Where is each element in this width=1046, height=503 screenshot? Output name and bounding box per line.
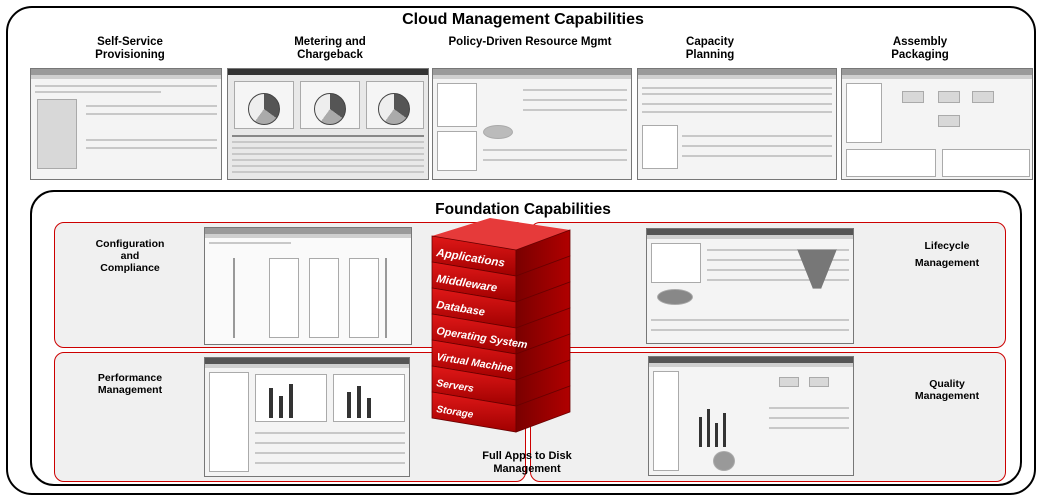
stack-layer: Operating System xyxy=(431,307,571,355)
config-screenshot xyxy=(204,227,412,345)
quality-label-line: Management xyxy=(914,390,980,402)
config-label-line: and xyxy=(120,250,140,262)
cap-label-line: Self-Service xyxy=(97,36,163,48)
cloud-title: Cloud Management Capabilities xyxy=(402,11,644,28)
cap-label-line: Provisioning xyxy=(95,49,165,61)
bottom-caption: Full Apps to Disk Management xyxy=(452,450,602,476)
cap-label-assembly: Assembly Packaging xyxy=(850,36,990,62)
stack-layer: Middleware xyxy=(431,255,571,303)
metering-screenshot xyxy=(227,68,429,180)
quality-screenshot xyxy=(648,356,854,476)
policy-screenshot xyxy=(432,68,632,180)
lifecycle-label: Lifecycle Management xyxy=(892,238,1002,272)
lifecycle-label-line: Lifecycle xyxy=(924,240,970,252)
cap-label-line: Packaging xyxy=(891,49,949,61)
cap-label-line: Planning xyxy=(685,49,735,61)
performance-label-line: Management xyxy=(97,384,163,396)
cap-label-metering: Metering and Chargeback xyxy=(260,36,400,62)
quality-label: Quality Management xyxy=(892,378,1002,402)
cap-label-line: Assembly xyxy=(892,36,948,48)
cap-label-capacity: Capacity Planning xyxy=(640,36,780,62)
config-label-line: Configuration xyxy=(95,238,165,250)
stack-layer-side xyxy=(515,385,571,433)
capacity-screenshot xyxy=(637,68,837,180)
performance-label: Performance Management xyxy=(80,372,180,396)
stack-layer: Storage xyxy=(431,385,571,433)
lifecycle-label-line: Management xyxy=(914,257,980,269)
technology-stack: ApplicationsMiddlewareDatabaseOperating … xyxy=(431,218,571,433)
foundation-title: Foundation Capabilities xyxy=(435,201,611,218)
bottom-caption-line: Management xyxy=(493,463,561,475)
quality-label-line: Quality xyxy=(929,378,965,390)
cap-label-policy: Policy-Driven Resource Mgmt xyxy=(430,36,630,49)
cap-label-line: Policy-Driven Resource Mgmt xyxy=(448,36,612,48)
cap-label-self-service: Self-Service Provisioning xyxy=(60,36,200,62)
stack-layer: Virtual Machine xyxy=(431,333,571,381)
config-label-line: Compliance xyxy=(100,262,160,274)
performance-label-line: Performance xyxy=(97,372,163,384)
assembly-screenshot xyxy=(841,68,1033,180)
lifecycle-screenshot xyxy=(646,228,854,344)
performance-screenshot xyxy=(204,357,410,477)
stack-layer: Database xyxy=(431,281,571,329)
cap-label-line: Capacity xyxy=(686,36,734,48)
bottom-caption-line: Full Apps to Disk xyxy=(482,450,572,462)
config-label: Configuration and Compliance xyxy=(80,238,180,274)
stack-top-face xyxy=(432,218,570,250)
cap-label-line: Metering and xyxy=(294,36,366,48)
cap-label-line: Chargeback xyxy=(297,49,363,61)
self-service-screenshot xyxy=(30,68,222,180)
